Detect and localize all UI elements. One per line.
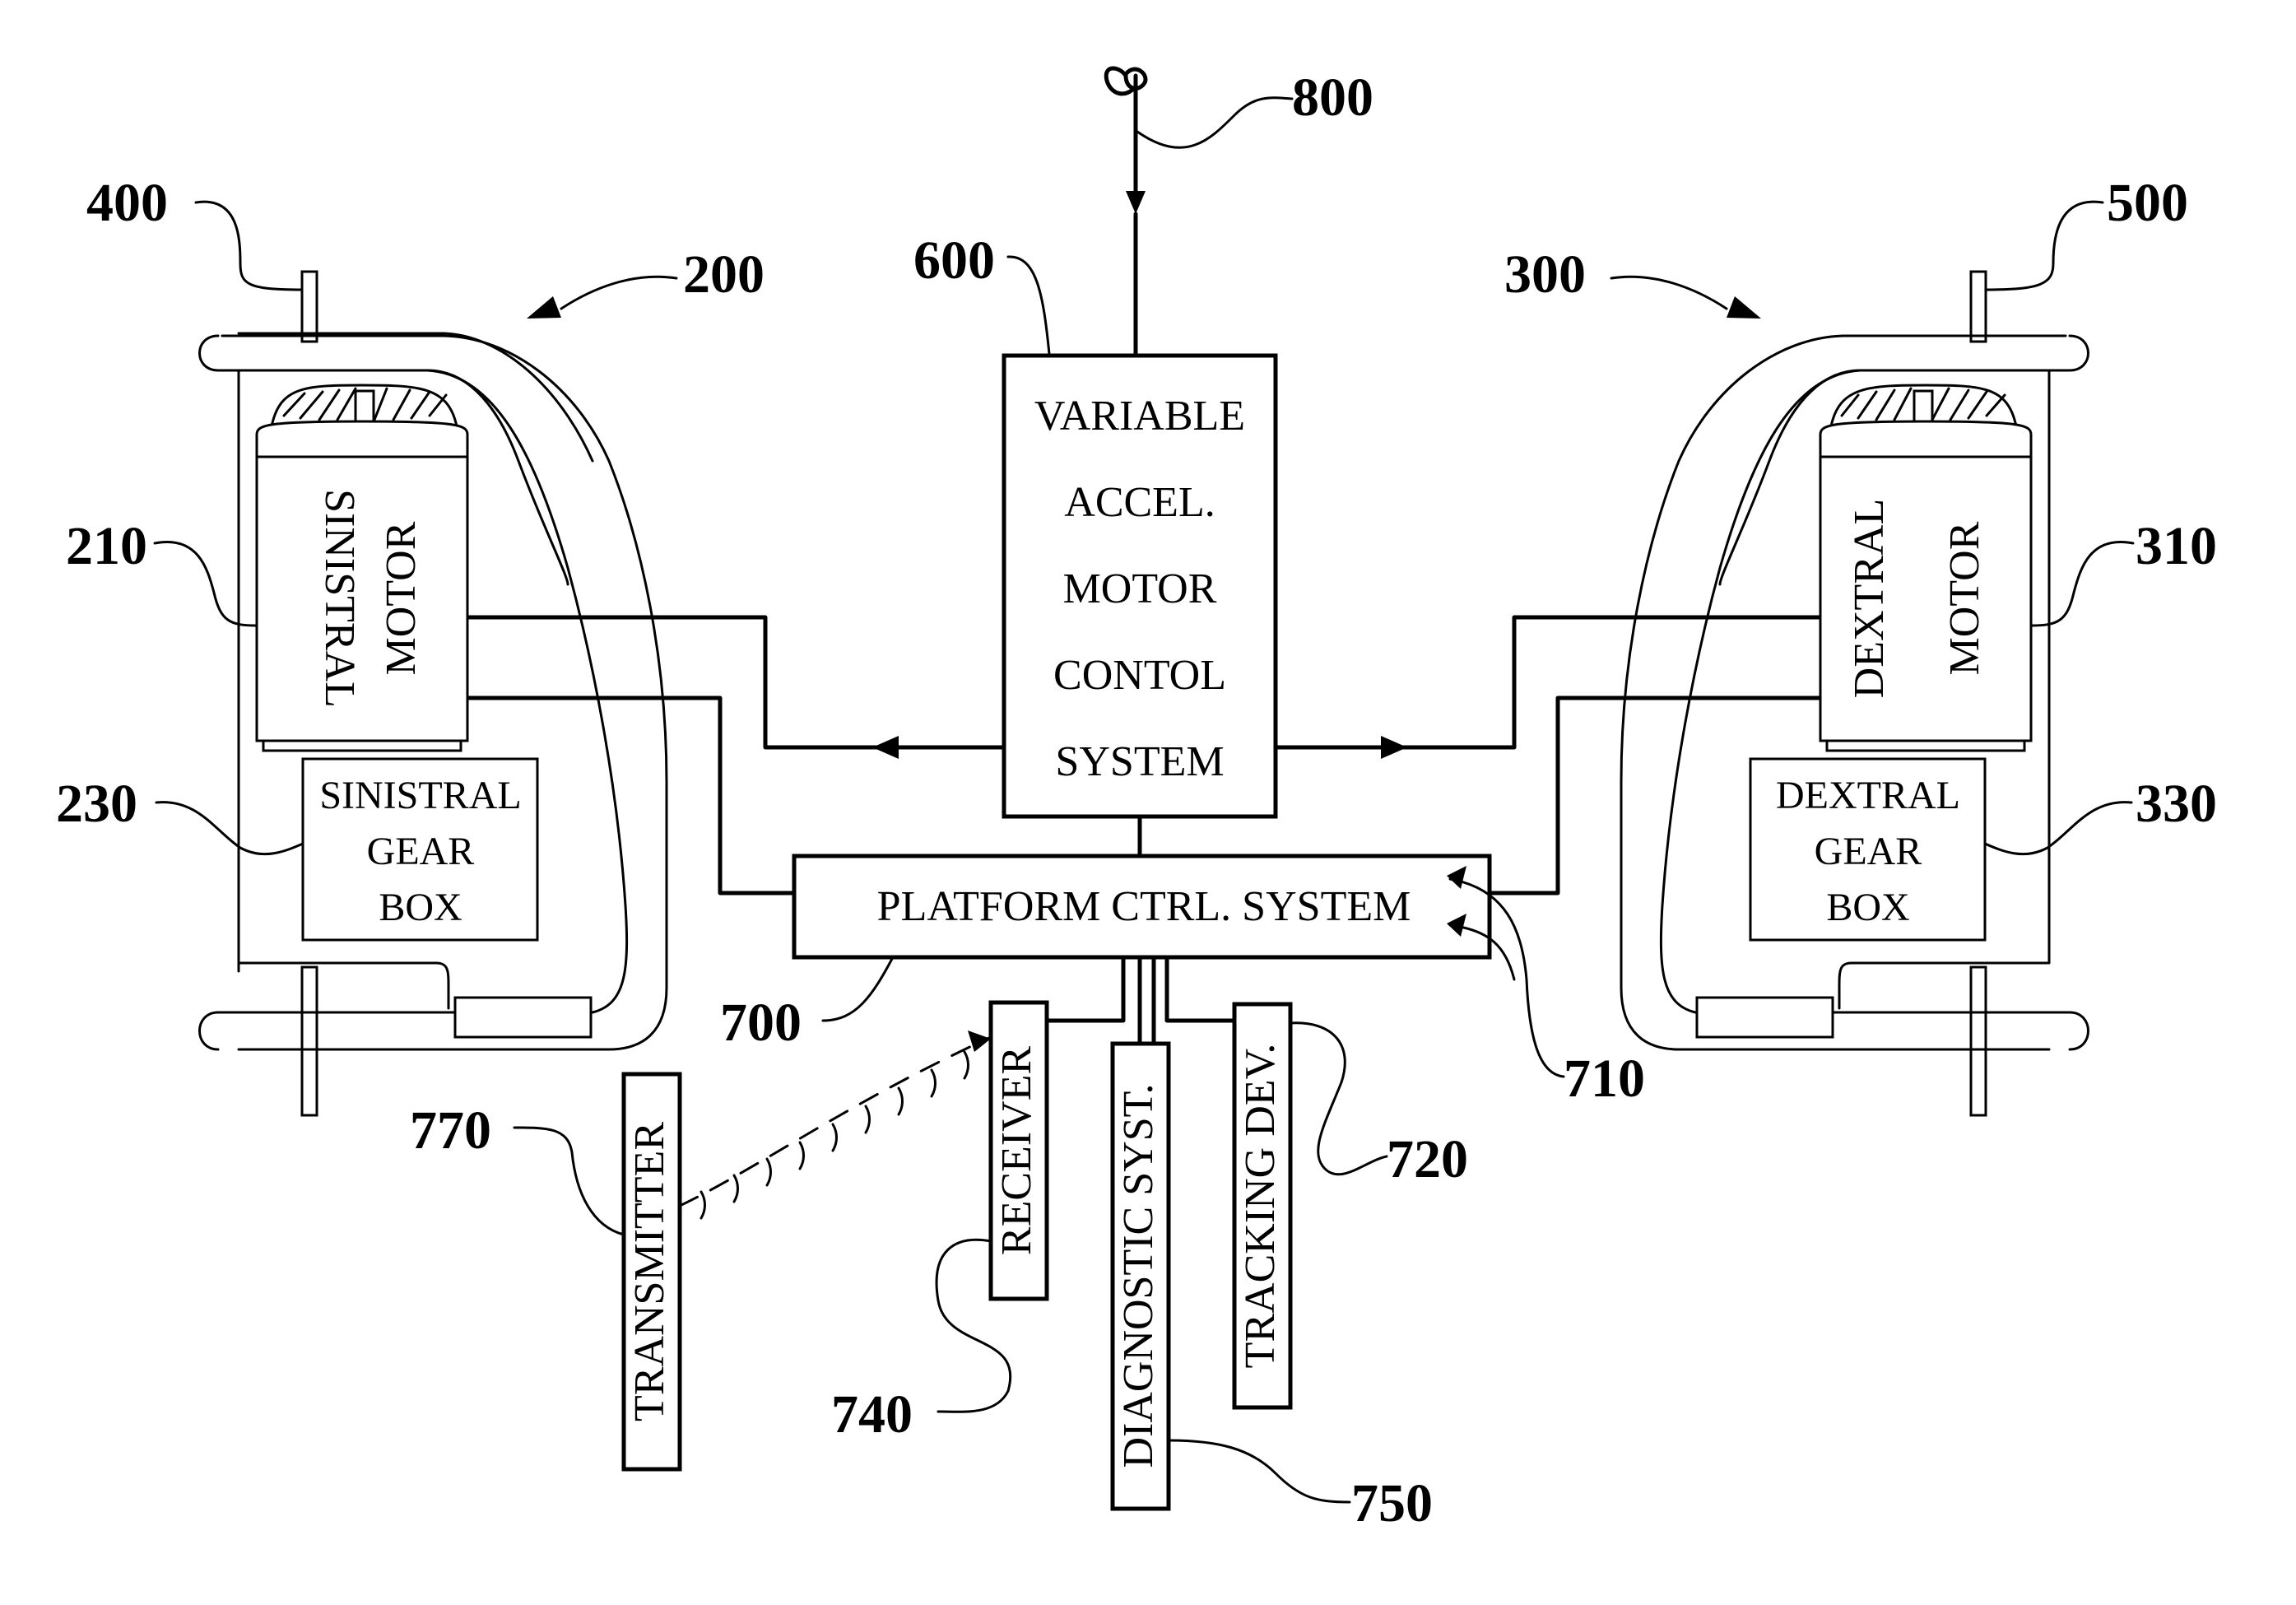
ref-750: 750 [1351, 1473, 1433, 1533]
transmitter-label: TRANSMITTER [626, 1122, 673, 1421]
left-motor-word-1: SINISTRAL [316, 489, 363, 708]
ref-500: 500 [2107, 173, 2188, 233]
ref-720: 720 [1387, 1129, 1468, 1189]
peripherals: RECEIVER 740 DIAGNOSTIC SYST. 750 TRACKI… [410, 957, 1468, 1533]
control-line-2: ACCEL. [1064, 479, 1215, 526]
left-drive-assembly: SINISTRAL MOTOR SINISTRAL GEAR BOX 400 2… [56, 173, 765, 1115]
right-drive-assembly: DEXTRAL MOTOR DEXTRAL GEAR BOX 500 300 3… [1504, 173, 2217, 1115]
right-motor-word-2: MOTOR [1941, 521, 1988, 675]
receiver-label: RECEIVER [993, 1046, 1040, 1256]
left-gearbox-line-2: GEAR [367, 830, 475, 873]
control-line-1: VARIABLE [1034, 393, 1245, 440]
variable-accel-motor-control-system: VARIABLE ACCEL. MOTOR CONTOL SYSTEM 600 [913, 230, 1276, 816]
ref-400: 400 [86, 173, 168, 233]
right-motor-word-1: DEXTRAL [1846, 499, 1893, 699]
control-line-5: SYSTEM [1055, 738, 1224, 785]
control-line-3: MOTOR [1063, 565, 1217, 612]
right-gearbox-line-3: BOX [1826, 886, 1909, 929]
ref-800: 800 [1292, 67, 1373, 128]
ref-310: 310 [2136, 516, 2217, 576]
ref-710: 710 [1564, 1049, 1645, 1109]
left-gearbox-line-1: SINISTRAL [319, 774, 521, 817]
control-line-4: CONTOL [1053, 652, 1226, 699]
ref-230: 230 [56, 774, 137, 834]
power-input: 800 [1106, 67, 1373, 354]
ref-600: 600 [913, 230, 995, 291]
tracking-label: TRACKING DEV. [1237, 1044, 1284, 1369]
platform-ctrl-system: PLATFORM CTRL. SYSTEM 700 710 [720, 816, 1645, 1109]
ref-300: 300 [1504, 244, 1586, 305]
ref-330: 330 [2136, 774, 2217, 834]
ref-740: 740 [831, 1384, 913, 1444]
ref-210: 210 [66, 516, 147, 576]
ref-700: 700 [720, 993, 802, 1053]
ref-200: 200 [683, 244, 765, 305]
right-gearbox-line-2: GEAR [1815, 830, 1922, 873]
diagnostic-label: DIAGNOSTIC SYST. [1115, 1083, 1162, 1468]
right-gearbox-line-1: DEXTRAL [1776, 774, 1960, 817]
left-gearbox-line-3: BOX [379, 886, 462, 929]
platform-label: PLATFORM CTRL. SYSTEM [877, 883, 1411, 930]
left-motor-word-2: MOTOR [378, 521, 425, 675]
ref-770: 770 [410, 1100, 491, 1161]
